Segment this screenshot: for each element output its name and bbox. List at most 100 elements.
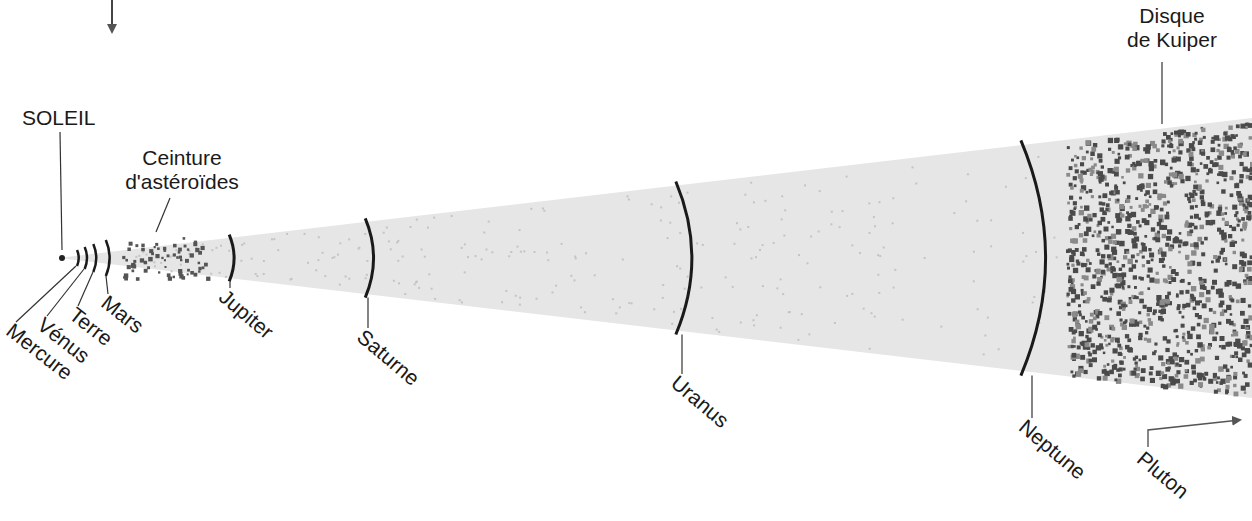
- kuiper-dot: [1117, 277, 1122, 282]
- kuiper-dot: [1076, 156, 1079, 159]
- kuiper-dot: [1194, 226, 1198, 230]
- kuiper-dot: [1082, 254, 1085, 257]
- kuiper-dot: [1216, 381, 1219, 384]
- kuiper-dot: [1097, 277, 1102, 282]
- kuiper-dot: [1219, 345, 1222, 348]
- kuiper-dot: [1091, 343, 1095, 347]
- kuiper-dot: [1202, 325, 1207, 330]
- kuiper-dot: [1073, 268, 1078, 273]
- kuiper-dot: [1098, 221, 1103, 226]
- kuiper-dot: [1072, 353, 1077, 358]
- kuiper-dot: [1127, 347, 1132, 352]
- kuiper-dot: [1190, 243, 1194, 247]
- kuiper-dot: [1234, 392, 1239, 397]
- kuiper-dot: [1084, 231, 1089, 236]
- dust-dot: [912, 166, 914, 168]
- kuiper-dot: [1076, 262, 1080, 266]
- kuiper-dot: [1125, 155, 1130, 160]
- kuiper-dot: [1201, 199, 1205, 203]
- dust-dot: [776, 287, 778, 289]
- kuiper-dot: [1227, 280, 1232, 285]
- kuiper-dot: [1194, 242, 1199, 247]
- kuiper-dot: [1187, 350, 1190, 353]
- kuiper-dot: [1142, 243, 1146, 247]
- dust-dot: [619, 306, 621, 308]
- asteroid-dot: [187, 269, 190, 272]
- kuiper-dot: [1185, 255, 1189, 259]
- dust-dot: [877, 254, 879, 256]
- kuiper-dot: [1225, 221, 1229, 225]
- kuiper-dot: [1111, 337, 1114, 340]
- kuiper-dot: [1247, 211, 1251, 215]
- dust-dot: [819, 190, 821, 192]
- dust-dot: [410, 226, 412, 228]
- kuiper-dot: [1160, 300, 1165, 305]
- dust-dot: [491, 251, 493, 253]
- kuiper-dot: [1119, 268, 1122, 271]
- kuiper-dot: [1112, 171, 1115, 174]
- asteroid-dot: [173, 254, 176, 257]
- kuiper-dot: [1093, 143, 1097, 147]
- kuiper-dot: [1200, 225, 1205, 230]
- asteroid-dot: [180, 259, 182, 261]
- asteroid-dot: [168, 277, 172, 281]
- kuiper-dot: [1244, 228, 1247, 231]
- kuiper-dot: [1133, 232, 1137, 236]
- kuiper-dot: [1212, 280, 1217, 285]
- dust-dot: [486, 249, 488, 251]
- asteroid-dot: [144, 261, 148, 265]
- dust-dot: [788, 311, 790, 313]
- dust-dot: [1053, 237, 1055, 239]
- kuiper-dot: [1209, 329, 1214, 334]
- kuiper-dot: [1249, 276, 1252, 281]
- dust-dot: [1025, 255, 1027, 257]
- kuiper-dot: [1149, 203, 1152, 206]
- kuiper-dot: [1242, 372, 1245, 375]
- orbit-arc: [229, 235, 234, 282]
- kuiper-dot: [1134, 368, 1137, 371]
- kuiper-dot: [1146, 205, 1149, 208]
- kuiper-dot: [1220, 251, 1224, 255]
- dust-dot: [783, 235, 785, 237]
- kuiper-dot: [1068, 278, 1072, 282]
- kuiper-dot: [1089, 319, 1094, 324]
- kuiper-dot: [1069, 183, 1073, 187]
- dust-dot: [716, 329, 718, 331]
- asteroid-dot: [173, 254, 175, 256]
- kuiper-dot: [1135, 260, 1138, 263]
- dust-dot: [773, 242, 775, 244]
- kuiper-dot: [1161, 371, 1165, 375]
- dust-dot: [519, 229, 521, 231]
- kuiper-dot: [1173, 352, 1178, 357]
- dust-dot: [653, 308, 655, 310]
- kuiper-dot: [1180, 280, 1183, 283]
- kuiper-dot: [1174, 182, 1177, 185]
- kuiper-dot: [1144, 235, 1147, 238]
- kuiper-dot: [1240, 311, 1245, 316]
- dust-dot: [679, 268, 681, 270]
- dust-dot: [892, 197, 894, 199]
- dust-dot: [1022, 232, 1024, 234]
- dust-dots: [122, 123, 1252, 397]
- kuiper-dot: [1111, 360, 1114, 363]
- asteroid-dot: [135, 244, 138, 247]
- kuiper-dot: [1168, 151, 1171, 154]
- dust-dot: [339, 242, 341, 244]
- dust-dot: [839, 226, 841, 228]
- kuiper-dot: [1187, 197, 1191, 201]
- kuiper-dot: [1083, 238, 1088, 243]
- kuiper-dot: [1180, 179, 1184, 183]
- kuiper-dot: [1176, 363, 1179, 366]
- kuiper-dot: [1242, 341, 1247, 346]
- dust-dot: [555, 285, 557, 287]
- kuiper-dot: [1107, 268, 1110, 271]
- dust-dot: [679, 232, 681, 234]
- kuiper-dot: [1218, 165, 1223, 170]
- kuiper-dot: [1246, 215, 1251, 220]
- kuiper-dot: [1218, 322, 1221, 325]
- kuiper-dot: [1245, 325, 1250, 330]
- dust-dot: [818, 231, 820, 233]
- kuiper-dot: [1232, 264, 1237, 269]
- kuiper-dot: [1118, 156, 1121, 159]
- kuiper-dot: [1069, 255, 1074, 260]
